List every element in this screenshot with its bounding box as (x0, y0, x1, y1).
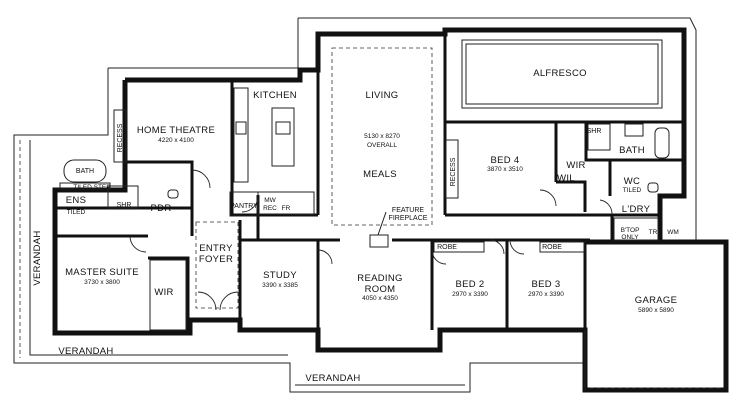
label-living: LIVING (366, 90, 399, 101)
label-bed4: BED 4 (491, 155, 520, 166)
laundry-bench (613, 217, 659, 241)
kitchen-bench-left (233, 87, 249, 183)
label-tr: TR (649, 229, 658, 236)
label-ens: ENS (66, 195, 86, 206)
robe-bed3-box (539, 241, 585, 253)
label-fr: FR (282, 205, 291, 212)
label-master-suite-dim: 3730 x 3800 (84, 279, 120, 286)
label-bed2-dim: 2970 x 3390 (452, 291, 488, 298)
label-study-dim: 3390 x 3385 (262, 282, 298, 289)
label-recess-right: RECESS (450, 157, 457, 186)
label-master-suite: MASTER SUITE (65, 267, 139, 278)
fireplace-pointer (377, 211, 387, 236)
label-btop-only: ONLY (621, 234, 639, 241)
alfresco-inner (465, 43, 659, 105)
label-wil: WIL (557, 173, 575, 184)
interior-walls (55, 34, 684, 333)
label-home-theatre-dim: 4220 x 4100 (158, 137, 194, 144)
label-study: STUDY (263, 270, 297, 281)
label-robe-bed2: ROBE (437, 244, 457, 251)
label-reading-room: ROOM (365, 284, 396, 295)
label-recess-left: RECESS (117, 123, 124, 152)
appliance-bench (257, 191, 315, 215)
label-kitchen: KITCHEN (253, 90, 297, 101)
label-robe-bed3: ROBE (542, 244, 562, 251)
room-labels: ALFRESCO LIVING 5130 x 8270 OVERALL MEAL… (32, 68, 679, 384)
label-bed3: BED 3 (532, 279, 561, 290)
label-foyer: FOYER (199, 254, 233, 265)
fireplace-box (369, 234, 389, 248)
label-shr-ens: SHR (117, 202, 132, 209)
recess-left-box (113, 109, 127, 163)
living-zone (331, 47, 433, 226)
label-pantry: PANTRY (230, 203, 258, 210)
label-wm: WM (667, 229, 679, 236)
label-reading: READING (357, 273, 402, 284)
recess-right-box (445, 139, 459, 199)
label-rec: REC (263, 205, 277, 212)
label-shr-top: SHR (587, 128, 602, 135)
label-ens-bath: BATH (76, 168, 94, 175)
label-mw: MW (264, 197, 276, 204)
shower-top (587, 123, 611, 151)
master-wir-box (149, 259, 187, 331)
label-reading-dim: 4050 x 4350 (362, 295, 398, 302)
label-verandah-left: VERANDAH (58, 346, 113, 357)
label-ldry: L'DRY (622, 204, 651, 215)
robe-bed2-box (433, 241, 485, 253)
wc-toilet (647, 182, 659, 193)
label-meals: MEALS (363, 169, 397, 180)
label-bath: BATH (619, 145, 645, 156)
label-wir-master: WIR (154, 287, 173, 298)
kitchen-island (271, 107, 295, 167)
ensuite-shower (107, 185, 139, 209)
bath-fixture (654, 127, 670, 159)
label-alfresco: ALFRESCO (533, 68, 587, 79)
label-living-dim: 5130 x 8270 (364, 133, 400, 140)
label-fireplace: FIREPLACE (389, 215, 428, 222)
label-verandah-side: VERANDAH (32, 230, 43, 285)
pdr-toilet (167, 189, 179, 199)
label-btop: B'TOP (621, 227, 640, 234)
label-ens-tiled: TILED (67, 209, 86, 216)
label-entry: ENTRY (199, 243, 233, 254)
label-verandah-bottom: VERANDAH (305, 373, 360, 384)
label-tiled-step: TILED STEP (73, 184, 110, 191)
entry-foyer-zone (195, 221, 239, 309)
label-bed4-dim: 3870 x 3510 (487, 166, 523, 173)
verandah-edge (29, 140, 465, 386)
vanity-top (624, 123, 644, 137)
ensuite-bath-fixture (63, 159, 107, 183)
label-garage: GARAGE (635, 295, 677, 306)
label-wc: WC (624, 176, 640, 187)
label-bed2: BED 2 (456, 279, 485, 290)
label-wc-tiled: TILED (623, 187, 642, 194)
label-pdr: PDR (151, 203, 172, 214)
kitchen-sink (275, 121, 291, 135)
kitchen-cooktop (235, 121, 247, 135)
label-home-theatre: HOME THEATRE (137, 125, 215, 136)
label-feature: FEATURE (392, 207, 424, 214)
alfresco-area (461, 39, 663, 109)
label-garage-dim: 5890 x 5890 (638, 307, 674, 314)
label-living-overall: OVERALL (367, 142, 397, 149)
label-wir-bed4: WIR (566, 160, 585, 171)
label-bed3-dim: 2970 x 3390 (528, 291, 564, 298)
